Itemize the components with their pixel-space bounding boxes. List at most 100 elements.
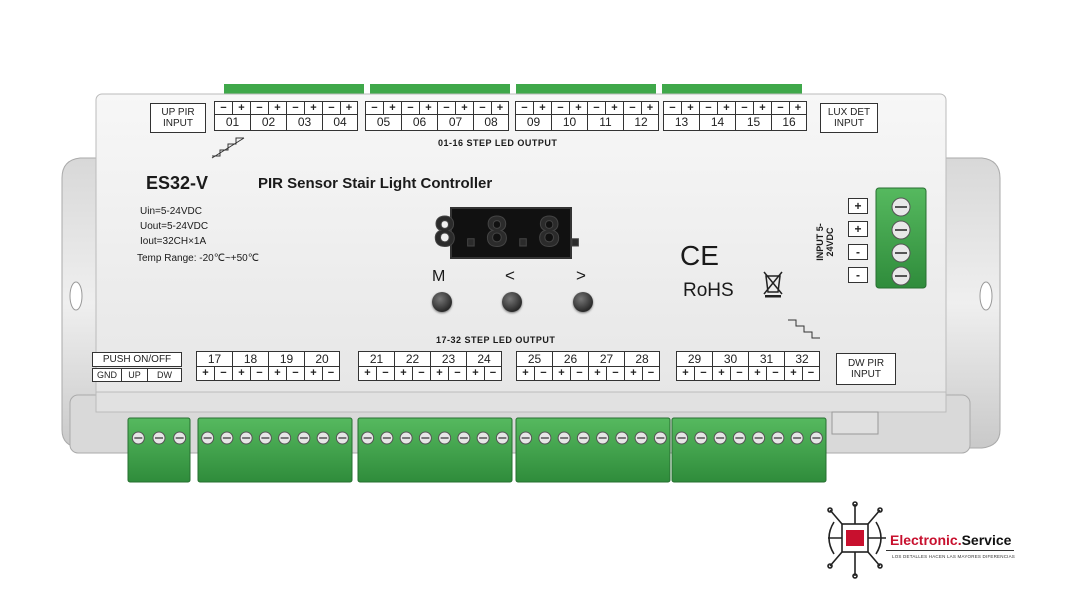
polarity-mark: −: [771, 101, 789, 115]
polarity-mark: +: [232, 101, 250, 115]
stair-down-icon: [788, 319, 820, 339]
input-pin-label: +: [848, 221, 868, 237]
polarity-mark: +: [430, 367, 448, 381]
polarity-mark: +: [789, 101, 807, 115]
polarity-mark: +: [358, 367, 376, 381]
channel-number: 12: [623, 115, 659, 131]
channel-number: 29: [676, 351, 712, 367]
polarity-mark: +: [569, 101, 587, 115]
spec-uout: Uout=5-24VDC: [140, 221, 209, 232]
model-name: ES32-V: [146, 173, 209, 193]
polarity-mark: +: [605, 101, 623, 115]
prev-button[interactable]: [502, 292, 522, 312]
polarity-mark: +: [552, 367, 570, 381]
polarity-mark: +: [753, 101, 771, 115]
channel-number: 05: [365, 115, 401, 131]
input-terminal-block: [875, 187, 927, 289]
channel-number: 06: [401, 115, 437, 131]
bottom-output-label: 17-32 STEP LED OUTPUT: [436, 335, 556, 345]
top-terminal-strips: [224, 84, 802, 96]
input-pin-label: +: [848, 198, 868, 214]
top-polarity-row: −+−+−+−+: [663, 101, 807, 115]
channel-number: 03: [286, 115, 322, 131]
polarity-mark: +: [304, 367, 322, 381]
polarity-mark: −: [694, 367, 712, 381]
channel-number: 19: [268, 351, 304, 367]
channel-number: 15: [735, 115, 771, 131]
polarity-mark: −: [642, 367, 660, 381]
polarity-mark: −: [437, 101, 455, 115]
rohs-mark: RoHS: [683, 280, 734, 301]
lux-det-input-label: LUX DET INPUT: [820, 103, 878, 133]
channel-number: 10: [551, 115, 587, 131]
channel-number: 30: [712, 351, 748, 367]
polarity-mark: +: [588, 367, 606, 381]
polarity-mark: −: [214, 101, 232, 115]
channel-number: 28: [624, 351, 660, 367]
brand-tagline: LOS DETALLES HACEN LAS MAYORES DIFERENCI…: [892, 554, 1016, 559]
polarity-mark: −: [730, 367, 748, 381]
input-pin-label: -: [848, 244, 868, 260]
channel-number: 25: [516, 351, 552, 367]
button-prev-label: <: [505, 266, 515, 285]
button-m-label: M: [432, 268, 446, 285]
channel-number: 32: [784, 351, 820, 367]
top-polarity-row: −+−+−+−+: [214, 101, 358, 115]
channel-number: 07: [437, 115, 473, 131]
top-output-label: 01-16 STEP LED OUTPUT: [438, 138, 558, 148]
up-pir-input-label: UP PIR INPUT: [150, 103, 206, 133]
polarity-mark: +: [624, 367, 642, 381]
brand-name-part2: Service: [961, 532, 1012, 548]
polarity-mark: +: [784, 367, 802, 381]
spec-iout: Iout=32CH×1A: [140, 236, 207, 247]
bottom-terminal-blocks: [127, 411, 879, 483]
polarity-mark: −: [534, 367, 552, 381]
channel-number: 13: [663, 115, 699, 131]
channel-number: 23: [430, 351, 466, 367]
ce-mark: CE: [680, 240, 719, 271]
polarity-mark: −: [515, 101, 533, 115]
top-polarity-row: −+−+−+−+: [365, 101, 509, 115]
polarity-mark: +: [466, 367, 484, 381]
polarity-mark: +: [676, 367, 694, 381]
channel-number: 11: [587, 115, 623, 131]
display-digits: 8.8.8.: [432, 210, 590, 257]
polarity-mark: +: [681, 101, 699, 115]
bottom-polarity-row: +−+−+−+−: [516, 367, 660, 381]
polarity-mark: −: [551, 101, 569, 115]
spec-temp: Temp Range: -20℃~+50℃: [137, 253, 259, 264]
polarity-mark: −: [401, 101, 419, 115]
mode-button[interactable]: [432, 292, 452, 312]
input-voltage-label: INPUT 5-24VDC: [815, 223, 835, 261]
polarity-mark: +: [717, 101, 735, 115]
button-next-label: >: [576, 266, 586, 285]
polarity-mark: +: [394, 367, 412, 381]
next-button[interactable]: [573, 292, 593, 312]
polarity-mark: −: [699, 101, 717, 115]
polarity-mark: −: [623, 101, 641, 115]
dw-pir-input-label: DW PIR INPUT: [836, 353, 896, 385]
channel-number: 09: [515, 115, 551, 131]
input-pin-label: -: [848, 267, 868, 283]
polarity-mark: +: [304, 101, 322, 115]
stair-up-icon: [211, 137, 245, 159]
polarity-mark: +: [383, 101, 401, 115]
channel-number: 16: [771, 115, 807, 131]
polarity-mark: +: [268, 367, 286, 381]
polarity-mark: −: [286, 367, 304, 381]
circuit-chip-icon: [827, 501, 886, 579]
polarity-mark: −: [448, 367, 466, 381]
channel-number: 04: [322, 115, 358, 131]
channel-number: 08: [473, 115, 509, 131]
channel-number: 17: [196, 351, 232, 367]
channel-number: 27: [588, 351, 624, 367]
push-pin-dw: DW: [147, 368, 182, 382]
bottom-polarity-row: +−+−+−+−: [676, 367, 820, 381]
polarity-mark: +: [516, 367, 534, 381]
polarity-mark: −: [473, 101, 491, 115]
polarity-mark: +: [232, 367, 250, 381]
